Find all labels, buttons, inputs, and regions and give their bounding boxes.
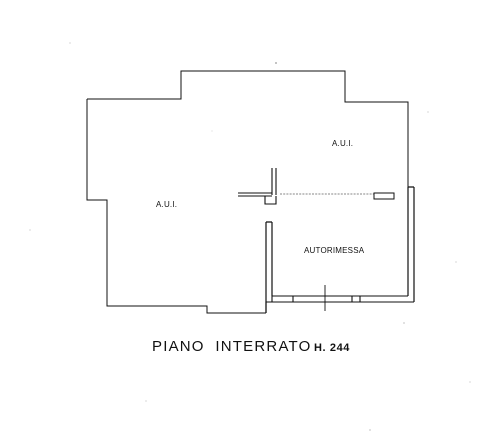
room-label-garage: AUTORIMESSA [304, 246, 365, 255]
garage-wall-left [265, 221, 273, 313]
partition-stub-upper [238, 168, 277, 205]
garage-wall-right [407, 186, 415, 302]
room-label-aui-left: A.U.I. [156, 200, 177, 209]
garage-wall-bottom [265, 295, 414, 313]
outer-wall [86, 70, 409, 314]
partition-stub-right [373, 192, 395, 200]
floor-height: H. 244 [314, 342, 350, 354]
scan-specks [29, 42, 471, 431]
floor-title: PIANO INTERRATO [152, 338, 312, 355]
room-label-aui-upper: A.U.I. [332, 139, 353, 148]
